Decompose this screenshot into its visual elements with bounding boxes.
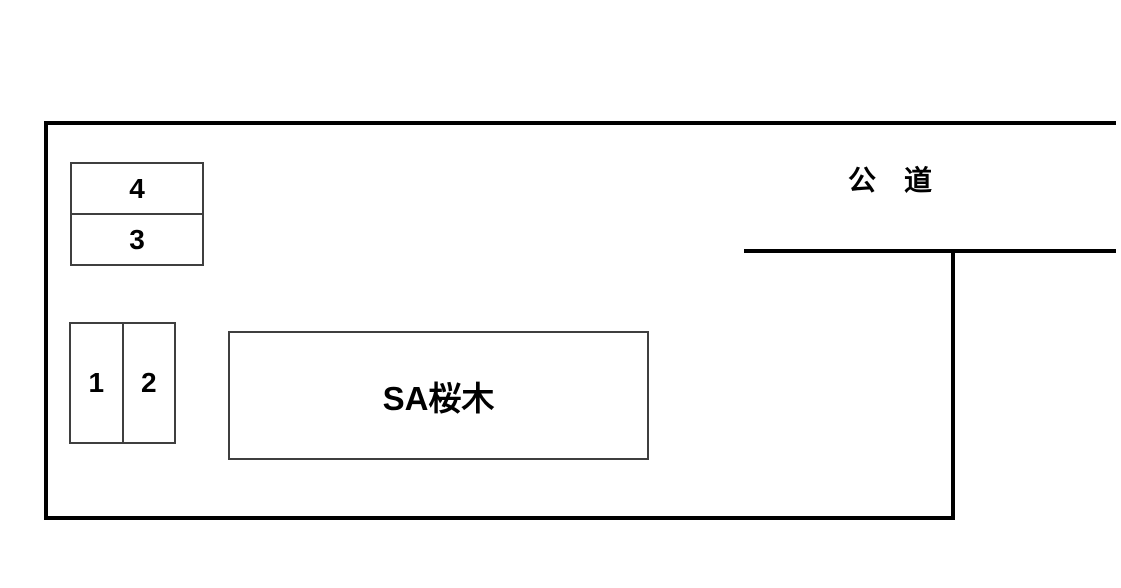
building-box: SA桜木 — [228, 331, 649, 460]
parking-block-front: 1 2 — [69, 322, 176, 444]
site-boundary-right-line — [951, 249, 955, 520]
parking-space-2: 2 — [140, 367, 157, 398]
road-label: 公 道 — [847, 165, 932, 196]
parking-space-1: 1 — [71, 324, 124, 442]
parking-space-3: 3 — [129, 223, 145, 255]
parking-space-4: 4 — [72, 164, 202, 215]
site-boundary-bottom-line — [44, 516, 955, 520]
site-boundary-top-line — [44, 121, 1116, 125]
parking-block-rear: 4 3 — [70, 162, 204, 266]
building-label: SA桜木 — [382, 379, 495, 417]
road-edge-line — [744, 249, 1116, 253]
site-boundary-left-line — [44, 121, 48, 520]
